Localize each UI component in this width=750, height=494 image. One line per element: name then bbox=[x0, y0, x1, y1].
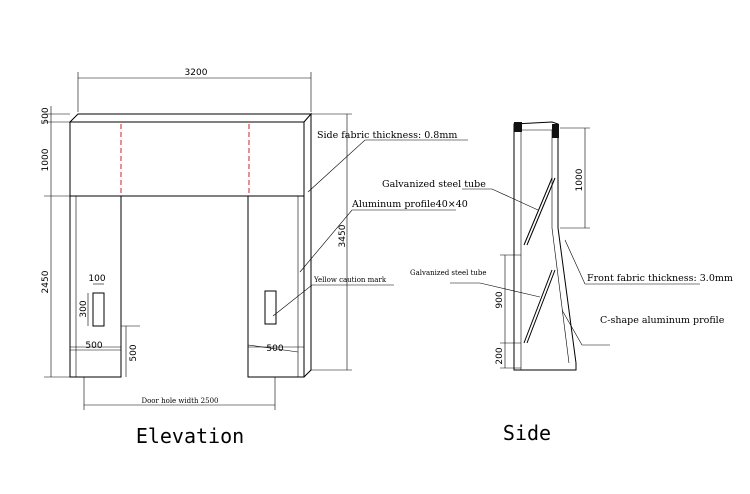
aluminum-leader bbox=[299, 209, 456, 273]
elevation-caption: Elevation bbox=[136, 424, 244, 448]
elevation-outline bbox=[68, 112, 313, 378]
top-height-label: 500 bbox=[41, 107, 51, 124]
side-top-label: 1000 bbox=[575, 168, 585, 191]
c-shape-note: C-shape aluminum profile bbox=[600, 315, 725, 326]
front-fabric-leader bbox=[564, 239, 700, 285]
caution-mark-right bbox=[264, 290, 277, 325]
right-base-dim bbox=[247, 344, 299, 353]
top-cap-right bbox=[552, 124, 559, 138]
side-fabric-leader bbox=[307, 139, 468, 193]
tube-lower-note: Galvanized steel tube bbox=[410, 269, 487, 277]
caution-leader bbox=[272, 284, 394, 317]
steel-tube-lower-b bbox=[526, 269, 556, 344]
steel-tube-lower bbox=[523, 269, 553, 344]
overall-width-label: 3200 bbox=[185, 68, 208, 78]
caution-note: Yellow caution mark bbox=[313, 276, 387, 284]
side-outline bbox=[513, 121, 577, 371]
steel-tube-upper-b bbox=[526, 177, 556, 246]
base-width-label: 500 bbox=[85, 341, 102, 351]
side-caption: Side bbox=[503, 421, 551, 445]
side-bottom-label: 200 bbox=[495, 347, 505, 364]
tube-lower-leader bbox=[450, 282, 541, 298]
steel-tube-upper bbox=[523, 177, 553, 246]
tube-upper-leader bbox=[462, 188, 539, 211]
overall-height-label: 3450 bbox=[338, 224, 348, 247]
leg-height-label: 2450 bbox=[41, 270, 51, 293]
front-fabric-note: Front fabric thickness: 3.0mm bbox=[587, 273, 733, 284]
caution-mark-left bbox=[92, 292, 105, 327]
side-fabric-note: Side fabric thickness: 0.8mm bbox=[317, 130, 457, 141]
c-shape-leader bbox=[561, 309, 610, 346]
caution-width-label: 100 bbox=[88, 274, 105, 284]
elevation-view: 3200 500 1000 2450 3450 100 300 500 500 … bbox=[41, 68, 468, 448]
side-inner-slope bbox=[551, 227, 570, 364]
header-height-label: 1000 bbox=[41, 148, 51, 171]
base-height-label: 500 bbox=[129, 344, 139, 361]
right-base-label: 500 bbox=[266, 344, 283, 354]
top-cap-left bbox=[514, 122, 522, 132]
aluminum-note: Aluminum profile40×40 bbox=[351, 199, 468, 210]
caution-height-label: 300 bbox=[79, 300, 89, 317]
side-view: 1000 900 200 Galvanized steel tube Galva… bbox=[382, 121, 733, 445]
tube-upper-note: Galvanized steel tube bbox=[382, 179, 486, 190]
side-mid-label: 900 bbox=[495, 291, 505, 308]
door-width-label: Door hole width 2500 bbox=[141, 397, 218, 405]
